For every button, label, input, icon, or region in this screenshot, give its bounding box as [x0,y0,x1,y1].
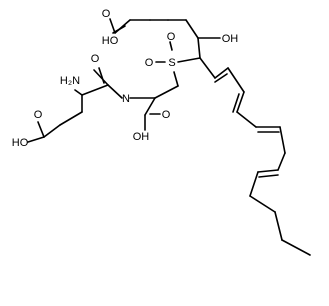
atom-labels: O HO OH O S O O H₂N N O OH O HO [12,8,239,149]
atom-carbonyl-oxygen-top: O [102,8,111,20]
bonds [27,18,311,256]
atom-hydroxyl-left-acid: HO [12,137,29,149]
atom-hydroxyl: OH [222,33,239,45]
atom-carbonyl-oxygen-mid: O [162,109,171,121]
atom-hydroxyl-mid-acid: OH [133,131,150,143]
atom-carbonyl-oxygen-left: O [34,109,43,121]
atom-sulfonyl-oxygen-left: O [145,57,154,69]
atom-amide-oxygen: O [91,53,100,65]
atom-hydroxyl-top-acid: HO [102,35,119,47]
atom-sulfur: S [168,57,175,69]
atom-amide-nitrogen: N [122,93,130,105]
atom-amine: H₂N [60,75,80,87]
atom-sulfonyl-oxygen-top: O [167,31,176,43]
